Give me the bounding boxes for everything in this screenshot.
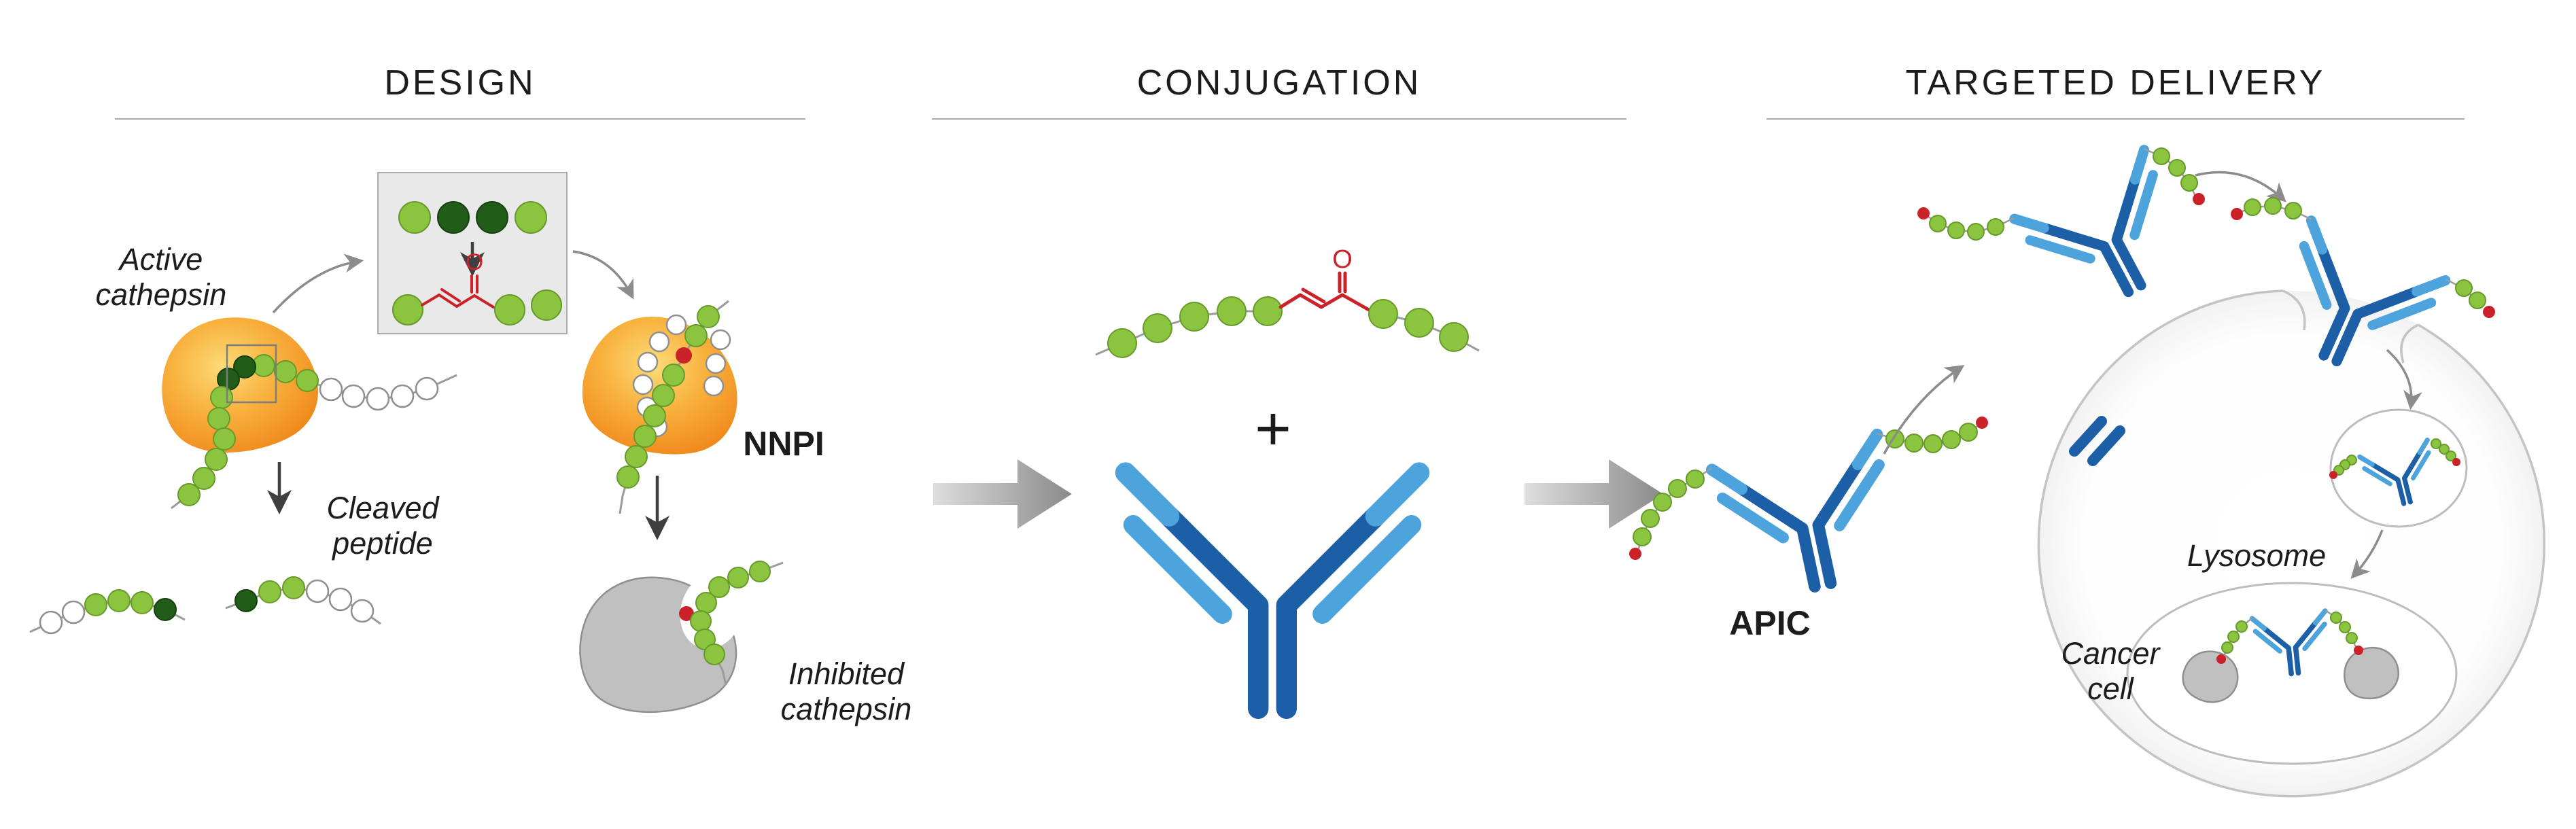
nnpi-peptide-chain: [616, 300, 729, 514]
membrane-flap-right: [2400, 323, 2419, 364]
endosome-vesicle: [2329, 408, 2468, 528]
cleaved-fragment-left: [29, 589, 186, 635]
conjugation-panel: O: [1095, 245, 1480, 709]
inset-warhead-structure: O: [421, 249, 495, 308]
process-arrow-2: [1525, 459, 1663, 529]
design-underline: [115, 118, 805, 120]
membrane-flap-left: [2282, 289, 2306, 331]
antibody: [1126, 473, 1419, 709]
apic-trafficking-arrow-1: [1883, 365, 1965, 455]
inhibited-cathepsin-label: Inhibited cathepsin: [780, 656, 912, 727]
inset-to-nnpi-arrow: [572, 250, 634, 300]
delivery-title: TARGETED DELIVERY: [1905, 63, 2326, 103]
inhibited-peptide-chain: [679, 561, 784, 686]
plus-sign: +: [1255, 394, 1291, 463]
fc-fragment: [2069, 416, 2125, 466]
zoom-arrow: [272, 253, 364, 314]
process-arrow-1: [933, 459, 1072, 529]
delivery-panel: [1629, 148, 2546, 798]
apic-conjugate: [1629, 417, 1988, 603]
cancer-cell-label: Cancer cell: [2061, 636, 2160, 707]
conjugation-underline: [932, 118, 1626, 120]
vesicle-to-lysosome-arrow: [2350, 529, 2384, 579]
substrate-peptide-chain: [171, 354, 457, 510]
cleaved-fragment-right: [225, 576, 381, 625]
inset-carbonyl-oxygen: O: [466, 249, 483, 275]
apic-trafficking-arrow-2: [2195, 171, 2286, 202]
design-panel: O: [29, 172, 784, 718]
internalization-arrow: [2386, 349, 2422, 410]
active-cathepsin-label: Active cathepsin: [95, 242, 227, 313]
delivery-underline: [1766, 118, 2465, 120]
vesicle-apic: [2329, 439, 2460, 511]
enone-warhead-structure: O: [1278, 245, 1371, 312]
nnpi-label: NNPI: [743, 425, 824, 463]
warhead-design-inset: O: [377, 172, 568, 334]
design-title: DESIGN: [384, 63, 536, 103]
apic-label: APIC: [1729, 604, 1811, 642]
cleavage-site-zoom-box: [226, 344, 277, 404]
warhead-carbonyl-oxygen: O: [1332, 245, 1353, 274]
cancer-cell-membrane: [2037, 289, 2546, 798]
warhead-peptide: O: [1095, 245, 1480, 358]
free-apic: [1917, 148, 2205, 323]
cleaved-peptide-label: Cleaved peptide: [326, 491, 439, 561]
conjugation-title: CONJUGATION: [1136, 63, 1422, 103]
membrane-apic: [2231, 197, 2495, 388]
lysosome-apic-complex: [2178, 610, 2405, 707]
lysosome-label: Lysosome: [2187, 538, 2327, 573]
